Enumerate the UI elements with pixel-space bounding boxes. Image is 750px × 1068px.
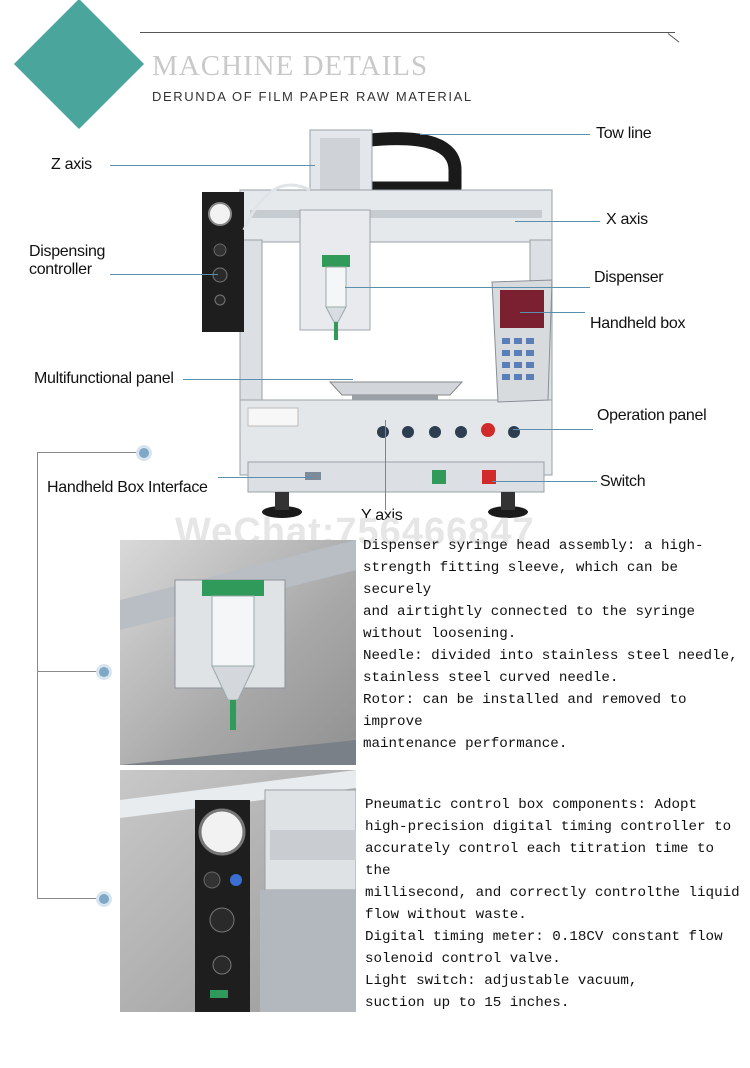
timeline-top-connector — [37, 452, 141, 453]
label-handheld-box-interface: Handheld Box Interface — [47, 479, 208, 496]
leader-switch — [492, 481, 597, 482]
timeline-vertical — [37, 452, 38, 899]
label-dispensing-controller-line2: controller — [29, 261, 92, 278]
timeline-dot-icon — [96, 664, 112, 680]
pneumatic-control-description: Pneumatic control box components: Adopt … — [365, 797, 740, 1011]
leader-dispensing-controller — [110, 274, 218, 275]
label-x-axis: X axis — [606, 211, 648, 228]
syringe-icon — [120, 540, 356, 765]
timeline-middle-connector — [37, 671, 101, 672]
label-operation-panel: Operation panel — [597, 407, 707, 424]
page-subtitle: DERUNDA OF FILM PAPER RAW MATERIAL — [152, 89, 473, 104]
leader-x-axis — [515, 221, 600, 222]
timeline-bottom-connector — [37, 898, 101, 899]
label-y-axis: Y axis — [361, 507, 403, 524]
pressure-gauge-icon — [208, 202, 232, 226]
leader-tow-line — [420, 134, 590, 135]
leader-handheld-box-interface — [218, 477, 314, 478]
label-dispensing-controller-line1: Dispensing — [29, 243, 106, 260]
control-box-photo — [120, 770, 356, 1012]
handheld-controller-icon — [491, 279, 553, 403]
label-dispenser: Dispenser — [594, 269, 664, 286]
leader-operation-panel — [513, 429, 593, 430]
timeline-dot-icon — [136, 445, 152, 461]
label-tow-line: Tow line — [596, 125, 652, 142]
header-rule — [140, 32, 675, 33]
label-z-axis: Z axis — [51, 156, 92, 173]
leader-dispenser — [345, 287, 590, 288]
leader-z-axis — [110, 165, 315, 166]
pressure-gauge-icon — [198, 808, 246, 856]
machine-illustration — [202, 129, 553, 518]
label-multifunctional-panel: Multifunctional panel — [34, 370, 174, 387]
leader-y-axis — [385, 420, 386, 510]
page-title: MACHINE DETAILS — [152, 50, 429, 82]
leader-handheld-box — [520, 312, 585, 313]
syringe-head-photo — [120, 540, 356, 765]
syringe-assembly-description: Dispenser syringe head assembly: a high-… — [363, 538, 738, 752]
header-rule-tick — [667, 33, 680, 43]
label-switch: Switch — [600, 473, 646, 490]
timeline-dot-icon — [96, 891, 112, 907]
label-handheld-box: Handheld box — [590, 315, 686, 332]
leader-multifunctional-panel — [183, 379, 353, 380]
